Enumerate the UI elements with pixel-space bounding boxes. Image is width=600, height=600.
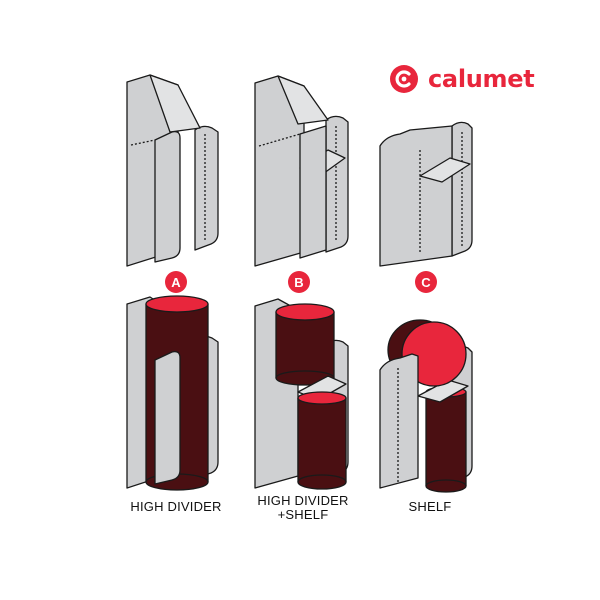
insert-a-filled-divider (155, 352, 180, 484)
option-c-caption: SHELF (350, 500, 510, 514)
insert-c-side-panel (380, 126, 452, 266)
insert-c-filled-side-panel (380, 354, 418, 488)
option-a-badge: A (165, 271, 187, 293)
lower-cylinder-c (426, 387, 466, 492)
insert-b-back-panel (326, 116, 348, 252)
option-b-badge: B (288, 271, 310, 293)
lower-cylinder-b (298, 392, 346, 489)
insert-b-filled (255, 299, 348, 489)
upper-cylinder-b (276, 304, 334, 385)
insert-a-high-divider (155, 132, 180, 262)
insert-c-filled (380, 320, 472, 492)
insert-c-empty (380, 122, 472, 266)
insert-a-filled (127, 296, 218, 490)
option-c-badge: C (415, 271, 437, 293)
insert-a-empty (127, 75, 218, 266)
insert-b-empty (255, 76, 348, 266)
insert-b-high-divider (300, 126, 326, 258)
insert-a-back-panel (195, 126, 218, 250)
